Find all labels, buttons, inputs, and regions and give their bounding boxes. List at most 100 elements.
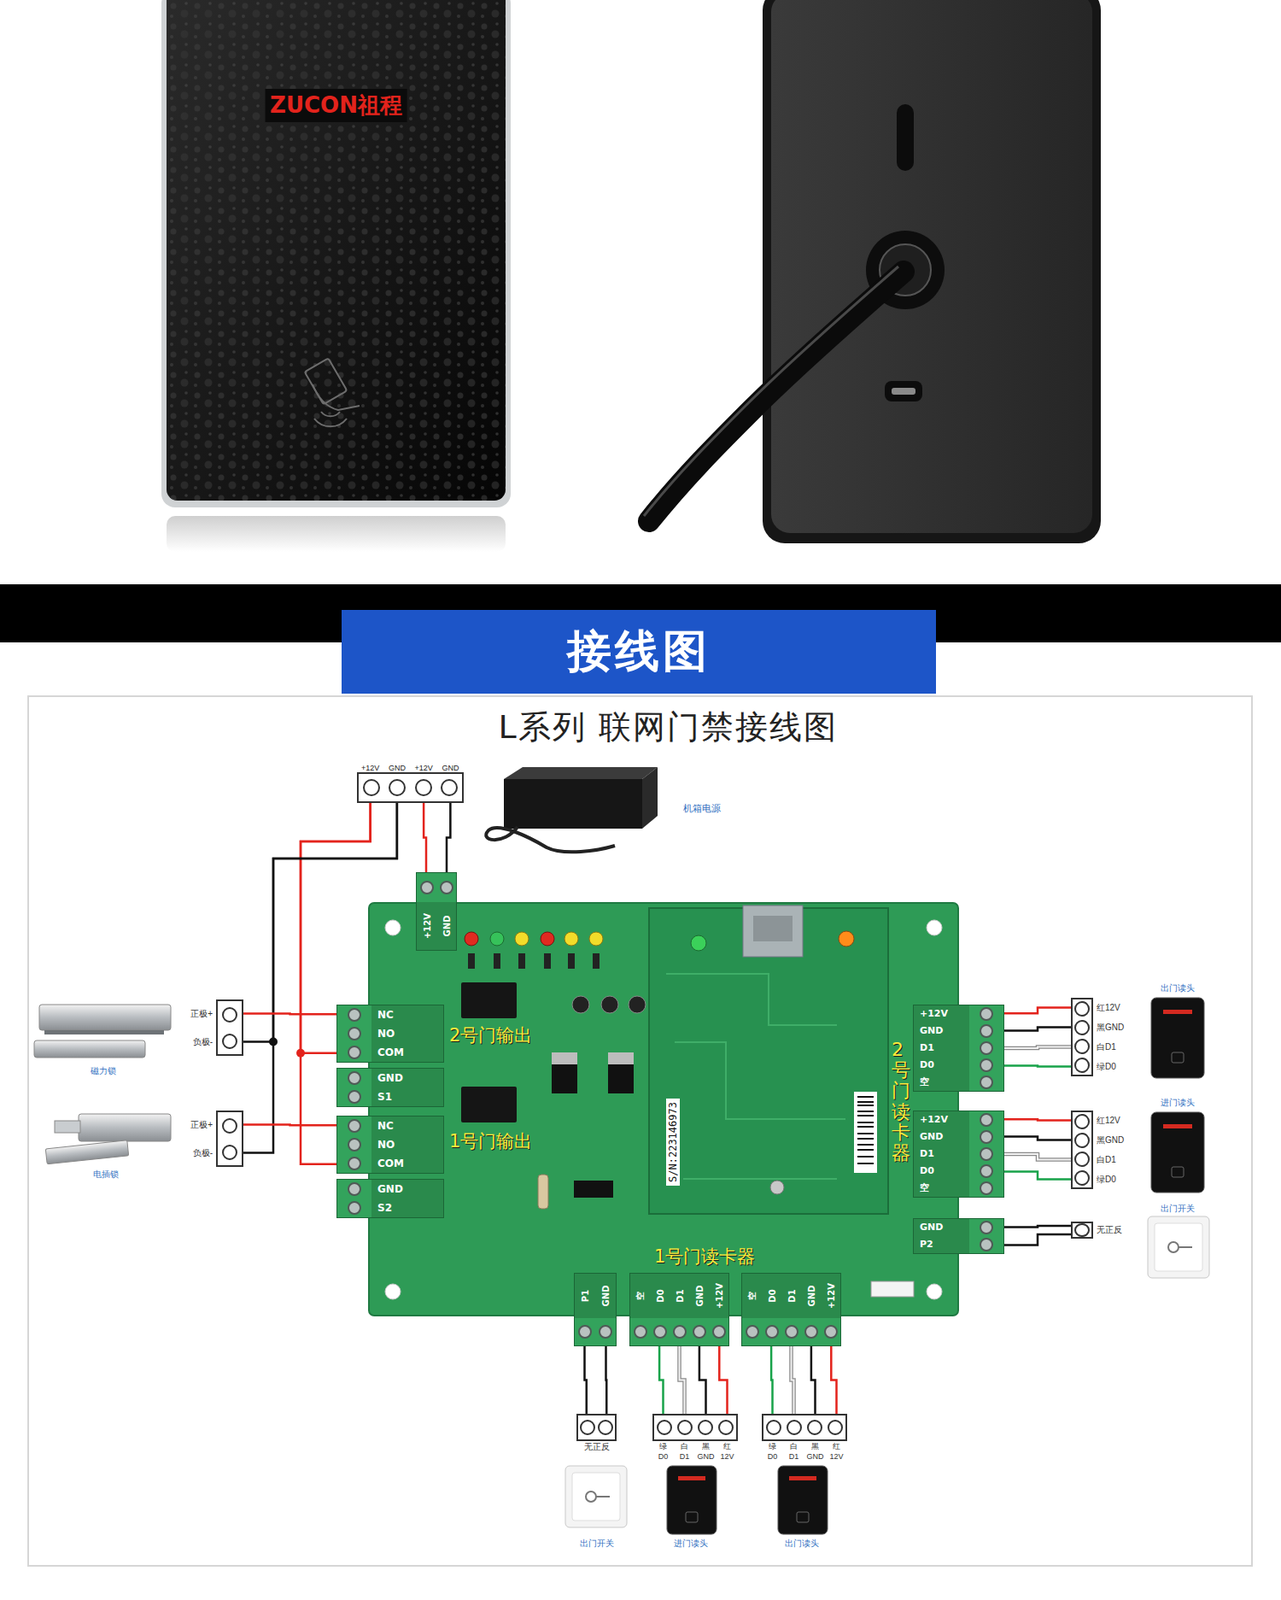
screw-cell [337, 1134, 372, 1154]
wire [830, 1345, 837, 1414]
board-label: 1号门输出 [447, 1128, 534, 1153]
terminal-hole [362, 778, 381, 796]
screw-column [337, 1116, 372, 1173]
pin-label: D0 [913, 1162, 970, 1180]
board-label: 2号门输出 [447, 1023, 534, 1048]
label-strip: +12VGNDD1D0空 [913, 1005, 970, 1091]
reader-back-photo [891, 387, 916, 395]
reader-front-photo [166, 0, 506, 501]
label-cell: GND [595, 1273, 616, 1318]
screw-cell [337, 1153, 372, 1173]
pin-label: 白D1 [1093, 1036, 1124, 1057]
power-supply-box [503, 778, 643, 829]
terminal-column: P1 [574, 1273, 596, 1346]
terminal-screw [979, 1181, 994, 1195]
electric-bolt-lock-picture [45, 1113, 171, 1165]
wire-connector: 无正反 [576, 1413, 617, 1453]
wire-bundle [243, 1012, 337, 1015]
terminal-screw [979, 1075, 994, 1089]
wire [1004, 1007, 1071, 1014]
wire [300, 802, 371, 1165]
controller-board [608, 1064, 634, 1094]
caption: 进门读头 [657, 1537, 725, 1550]
pin-label: 无正反 [1093, 1221, 1123, 1239]
wire-connector: 绿白黑红D0D1GND12V [652, 1413, 738, 1462]
reader-front-photo [166, 0, 506, 501]
card-reader-picture [666, 1465, 717, 1534]
label-column: 无正反 [1093, 1221, 1123, 1239]
pin-label: GND [371, 1179, 444, 1199]
controller-board [493, 953, 501, 969]
banner-title: 接线图 [567, 621, 711, 682]
card-reader-picture [685, 1511, 698, 1522]
label-column: 正极+负极- [183, 999, 217, 1056]
screw-column [969, 1005, 1004, 1091]
pin-label: 正极+ [183, 1110, 217, 1139]
controller-board [540, 931, 555, 946]
power-supply: 机箱电源 [489, 764, 763, 850]
wire [679, 1345, 685, 1414]
label-strip: GNDP2 [913, 1218, 970, 1253]
label-strip: GNDS1 [371, 1068, 444, 1106]
terminal-screw [653, 1324, 667, 1339]
terminal-screw [824, 1324, 838, 1339]
screw-cell [969, 1145, 1004, 1163]
controller-board [608, 1052, 634, 1065]
terminal-column: GND [436, 872, 457, 950]
electric-bolt-lock-picture [78, 1113, 171, 1141]
controller-board [490, 931, 504, 946]
screw-cell [742, 1317, 762, 1346]
pin-label: NO [371, 1134, 444, 1154]
terminal-screw [347, 1200, 362, 1215]
screw-cell [337, 1068, 372, 1088]
screw-cell [337, 1023, 372, 1043]
pin-label: 黑GND [1093, 1129, 1124, 1150]
screw-cell [969, 1039, 1004, 1057]
wire-bundle [659, 1345, 727, 1414]
connector-box [216, 1110, 244, 1167]
controller-board [592, 953, 600, 969]
connector-hole [1074, 1019, 1090, 1036]
terminal-screw [804, 1324, 819, 1339]
wire-outline [679, 1345, 685, 1414]
reader-back-photo [762, 0, 1101, 544]
terminal-column: +12V [820, 1273, 841, 1346]
wire-outline [1004, 1047, 1071, 1049]
terminal-screw [745, 1324, 760, 1339]
logo-text: ZUCON祖程 [264, 88, 408, 123]
card-reader-photo: ZUCON祖程 [166, 0, 506, 504]
pin-label: 红 [825, 1440, 848, 1451]
connector-hole [807, 1419, 823, 1435]
magnetic-lock-picture [34, 1040, 146, 1058]
terminal-block: NCNOCOM [336, 1115, 445, 1174]
screw-cell [574, 1317, 596, 1346]
magnetic-lock-picture [44, 1029, 164, 1035]
pin-label: GND [601, 1285, 611, 1307]
screw-cell [969, 1235, 1004, 1253]
caption: 进门读头 [1142, 1096, 1213, 1109]
pin-label: D1 [783, 1450, 805, 1462]
terminal-screw [347, 1026, 362, 1041]
wire [243, 1011, 337, 1015]
pin-label: D0 [761, 1450, 784, 1462]
connector-hole [786, 1419, 802, 1435]
card-reader: 出门读头 [1142, 982, 1213, 1090]
connector-hole [677, 1419, 693, 1435]
connector-hole [597, 1419, 614, 1435]
pin-label: 黑 [695, 1440, 717, 1451]
reader-front-photo [321, 411, 340, 416]
pin-label: 绿 [761, 1440, 784, 1451]
pin-label: 12V [825, 1450, 848, 1462]
wire-connector: 无正反 [1070, 1221, 1123, 1239]
screw-cell [969, 1179, 1004, 1197]
caption: 出门开关 [563, 1537, 631, 1550]
reader-front-photo [314, 418, 347, 427]
exit-button-picture [565, 1465, 627, 1527]
pin-label: D0 [913, 1056, 970, 1074]
controller-board [666, 973, 846, 1179]
screw-cell [630, 1317, 650, 1346]
screw-cell [969, 1162, 1004, 1180]
caption: 磁力锁 [30, 1064, 176, 1077]
label-row: 绿白黑红 [652, 1440, 738, 1451]
